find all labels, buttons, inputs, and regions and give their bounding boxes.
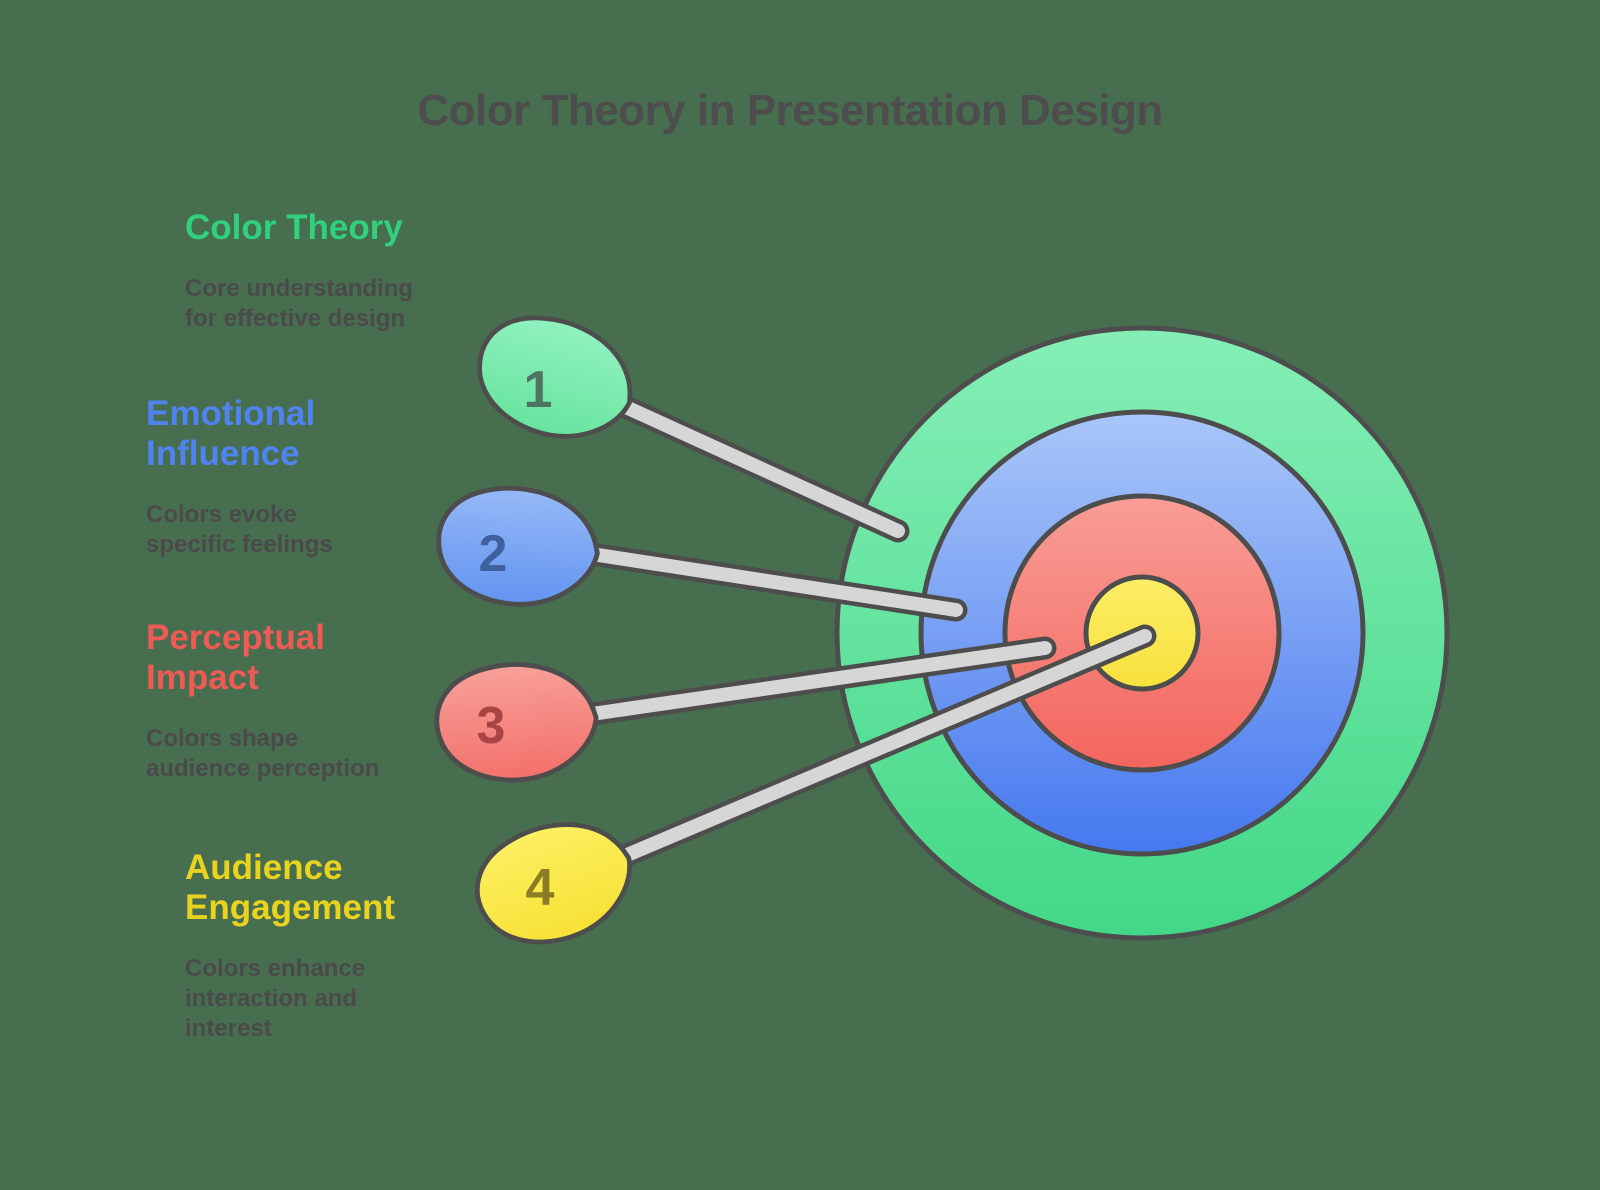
section-color-theory: Color Theory Core understanding for effe… — [185, 208, 435, 334]
section-3-description: Colors shape audience perception — [146, 725, 380, 782]
section-2-description: Colors evoke specific feelings — [146, 501, 333, 558]
section-audience-engagement: Audience Engagement Colors enhance inter… — [185, 848, 400, 1044]
pin-1: 1 — [465, 302, 646, 454]
section-2-heading: Emotional Influence — [146, 394, 316, 473]
page-title: Color Theory in Presentation Design — [417, 86, 1163, 135]
arrow-shaft-3 — [573, 636, 1057, 727]
pin-2-number: 2 — [479, 525, 508, 583]
pin-3: 3 — [432, 658, 601, 787]
pin-1-number: 1 — [524, 361, 553, 419]
pin-4-number: 4 — [526, 859, 555, 917]
section-4-description: Colors enhance interaction and interest — [185, 955, 366, 1042]
arrow-shaft-4 — [608, 624, 1157, 870]
arrow-shaft-1 — [616, 396, 910, 543]
section-1-description: Core understanding for effective design — [185, 275, 414, 332]
arrow-shaft-2 — [573, 541, 968, 622]
section-4-heading: Audience Engagement — [185, 848, 396, 927]
section-3-heading: Perceptual Impact — [146, 618, 325, 697]
section-emotional-influence: Emotional Influence Colors evoke specifi… — [146, 394, 376, 560]
pins: 1 2 3 4 — [432, 302, 647, 962]
section-perceptual-impact: Perceptual Impact Colors shape audience … — [146, 618, 391, 784]
arrow-shafts — [573, 396, 1157, 870]
pin-4: 4 — [462, 803, 647, 963]
section-1-heading: Color Theory — [185, 208, 403, 247]
pin-3-number: 3 — [477, 697, 506, 755]
pin-2: 2 — [436, 485, 601, 609]
